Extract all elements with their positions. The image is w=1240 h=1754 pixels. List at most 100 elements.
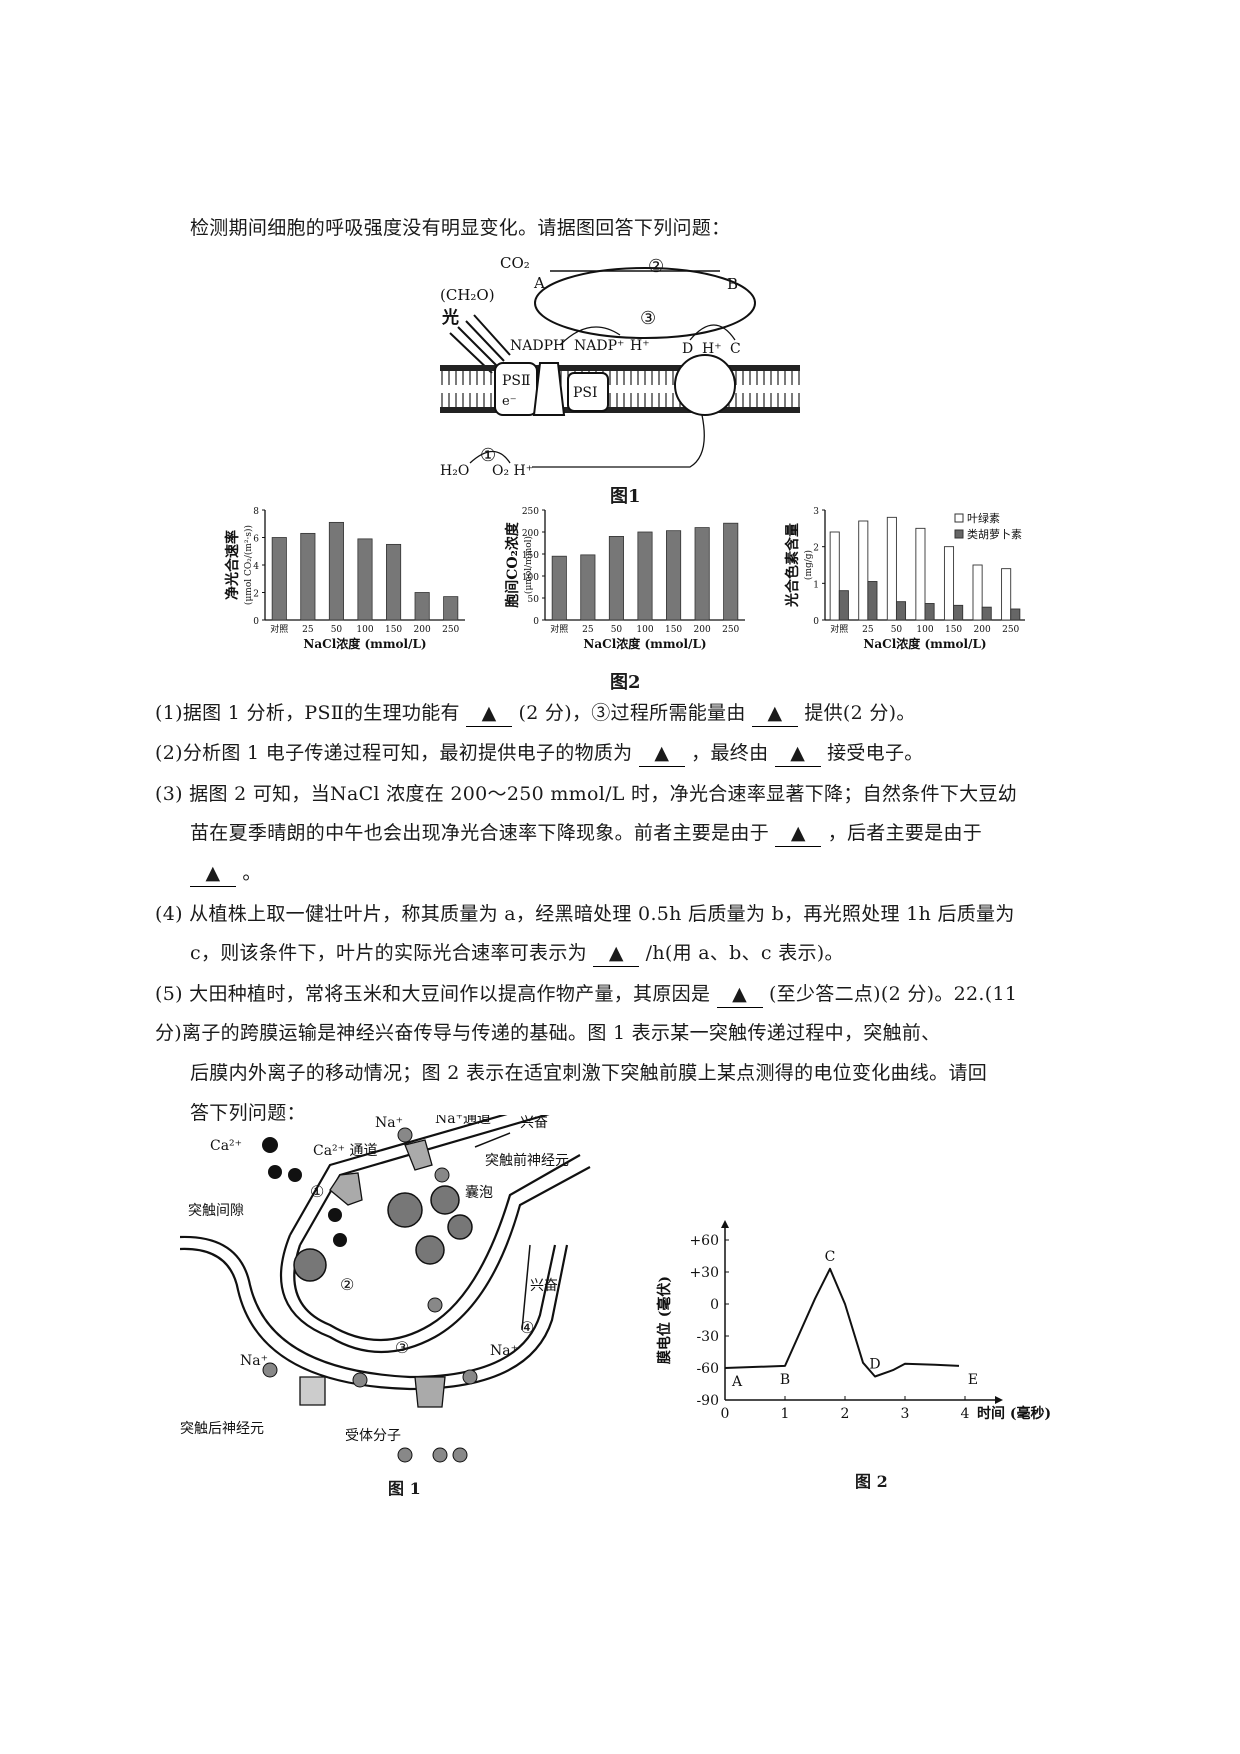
bar — [357, 538, 373, 621]
bar-carotenoid — [895, 601, 907, 621]
arrow-proton — [532, 414, 705, 468]
q3-blank-1[interactable]: ▲ — [775, 820, 822, 847]
label-c: C — [730, 341, 741, 357]
na-channel — [404, 1139, 433, 1171]
bar-carotenoid — [981, 606, 992, 621]
x-tick-label: 50 — [611, 625, 623, 635]
y-tick-label: -30 — [696, 1329, 719, 1345]
q4-blank[interactable]: ▲ — [593, 940, 640, 967]
question-4-line-2: c，则该条件下，叶片的实际光合速率可表示为 ▲ /h(用 a、b、c 表示)。 — [190, 940, 844, 967]
x-tick-label: 25 — [862, 625, 874, 635]
y-tick-label: 150 — [522, 551, 539, 561]
x-axis-label: NaCl浓度 (mmol/L) — [583, 636, 706, 651]
atp-synthase — [674, 354, 736, 416]
y-tick-label: +60 — [689, 1233, 719, 1249]
bar-chlorophyll — [1001, 568, 1012, 621]
sodium-ions — [262, 1127, 478, 1463]
excite-arrow-top — [474, 1132, 511, 1148]
legend-swatch — [954, 513, 964, 523]
label-s1: ① — [310, 1182, 324, 1201]
y-tick-label: 100 — [522, 573, 539, 583]
x-tick-label: 对照 — [550, 623, 568, 635]
point-label-d: D — [869, 1357, 880, 1373]
synapse-diagram: Na⁺ Na⁺通道 兴奋 Ca²⁺ Ca²⁺ 通道 突触前神经元 ① 突触间隙 … — [180, 1115, 591, 1463]
bar — [580, 554, 596, 621]
arrow-atp — [689, 324, 736, 341]
y-tick-label: 3 — [813, 507, 819, 517]
question-2: (2)分析图 1 电子传递过程可知，最初提供电子的物质为 ▲ ，最终由 ▲ 接受… — [155, 740, 924, 767]
y-axis-unit: (μmol/mmol) — [523, 536, 534, 594]
bar — [386, 543, 402, 621]
question-22-line-2: 后膜内外离子的移动情况；图 2 表示在适宜刺激下突触前膜上某点测得的电位变化曲线… — [190, 1062, 988, 1084]
bar-chlorophyll — [886, 516, 897, 621]
synaptic-vesicles — [293, 1185, 473, 1282]
q1-text-a: (1)据图 1 分析，PSⅡ的生理功能有 — [155, 702, 460, 724]
x-axis-label: NaCl浓度 (mmol/L) — [303, 636, 426, 651]
q3-text-c: 。 — [242, 862, 262, 884]
x-axis-label: 时间 (毫秒) — [977, 1405, 1051, 1422]
cytochrome-complex — [532, 362, 566, 416]
q2-blank-1[interactable]: ▲ — [638, 740, 685, 767]
y-tick-label: 0 — [813, 617, 819, 627]
question-5-line-1: (5) 大田种植时，常将玉米和大豆间作以提高作物产量，其原因是 ▲ (至少答二点… — [155, 981, 1017, 1008]
arrow-water — [469, 450, 511, 464]
q2-blank-2[interactable]: ▲ — [774, 740, 821, 767]
label-step1: ① — [480, 445, 496, 466]
label-o2h: O₂ H⁺ — [492, 463, 533, 475]
label-excite-right: 兴奋 — [530, 1278, 558, 1294]
x-axis-arrow — [995, 1396, 1003, 1404]
question-3-line-3: ▲ 。 — [190, 860, 262, 887]
bar-carotenoid — [838, 590, 849, 621]
label-nadp: NADP⁺ — [574, 338, 624, 354]
question-3-line-1: (3) 据图 2 可知，当NaCl 浓度在 200～250 mmol/L 时，净… — [155, 783, 1018, 805]
point-label-b: B — [780, 1372, 790, 1388]
q5-text-b: (至少答二点)(2 分)。22.(11 — [768, 983, 1018, 1005]
intro-text: 检测期间细胞的呼吸强度没有明显变化。请据图回答下列问题： — [190, 217, 731, 239]
x-tick-label: 2 — [841, 1406, 850, 1422]
y-tick-label: -90 — [696, 1393, 719, 1409]
question-4-line-1: (4) 从植株上取一健壮叶片，称其质量为 a，经黑暗处理 0.5h 后质量为 b… — [155, 903, 1015, 925]
ca-channel — [329, 1172, 363, 1206]
x-tick-label: 250 — [1002, 625, 1019, 635]
fig2-top-caption: 图2 — [610, 672, 641, 693]
label-step3: ③ — [640, 308, 656, 329]
q3-blank-2[interactable]: ▲ — [190, 860, 236, 887]
q1-blank-1[interactable]: ▲ — [466, 700, 513, 727]
presynaptic-membrane-inner — [280, 1166, 591, 1353]
question-3-line-2: 苗在夏季晴朗的中午也会出现净光合速率下降现象。前者主要是由于 ▲ ，后者主要是由… — [190, 820, 982, 847]
label-cleft: 突触间隙 — [188, 1203, 244, 1219]
y-tick-label: +30 — [689, 1265, 719, 1281]
x-tick-label: 25 — [302, 625, 314, 635]
label-na-top: Na⁺ — [375, 1115, 403, 1131]
q2-text-c: 接受电子。 — [827, 742, 924, 764]
y-axis-arrow — [721, 1220, 729, 1228]
postsynaptic-membrane-outer — [180, 1235, 557, 1379]
y-axis-label: 胞间CO₂浓度 — [504, 521, 521, 608]
label-s3: ③ — [395, 1338, 409, 1357]
label-na-right: Na⁺ — [490, 1343, 518, 1359]
label-ch2o: (CH₂O) — [440, 286, 495, 304]
label-na-left: Na⁺ — [240, 1353, 268, 1369]
y-tick-label: 50 — [528, 595, 540, 605]
q4-text-a: c，则该条件下，叶片的实际光合速率可表示为 — [190, 942, 587, 964]
q5-blank[interactable]: ▲ — [716, 981, 763, 1008]
label-excite-top: 兴奋 — [520, 1115, 548, 1131]
bar-carotenoid — [867, 581, 878, 621]
point-label-c: C — [825, 1249, 836, 1265]
y-tick-label: 0 — [533, 617, 539, 627]
bar — [443, 596, 459, 621]
x-axis-label: NaCl浓度 (mmol/L) — [863, 636, 986, 651]
bar-chlorophyll — [972, 564, 983, 621]
label-nadph: NADPH — [510, 338, 565, 354]
x-tick-label: 200 — [694, 625, 711, 635]
y-tick-label: 4 — [253, 562, 259, 572]
x-tick-label: 100 — [356, 625, 373, 635]
x-tick-label: 100 — [916, 625, 933, 635]
q1-text-c: 提供(2 分)。 — [804, 702, 916, 724]
y-tick-label: -60 — [696, 1361, 719, 1377]
label-step2: ② — [648, 256, 664, 277]
bar-chlorophyll — [858, 520, 869, 621]
q1-blank-2[interactable]: ▲ — [751, 700, 798, 727]
